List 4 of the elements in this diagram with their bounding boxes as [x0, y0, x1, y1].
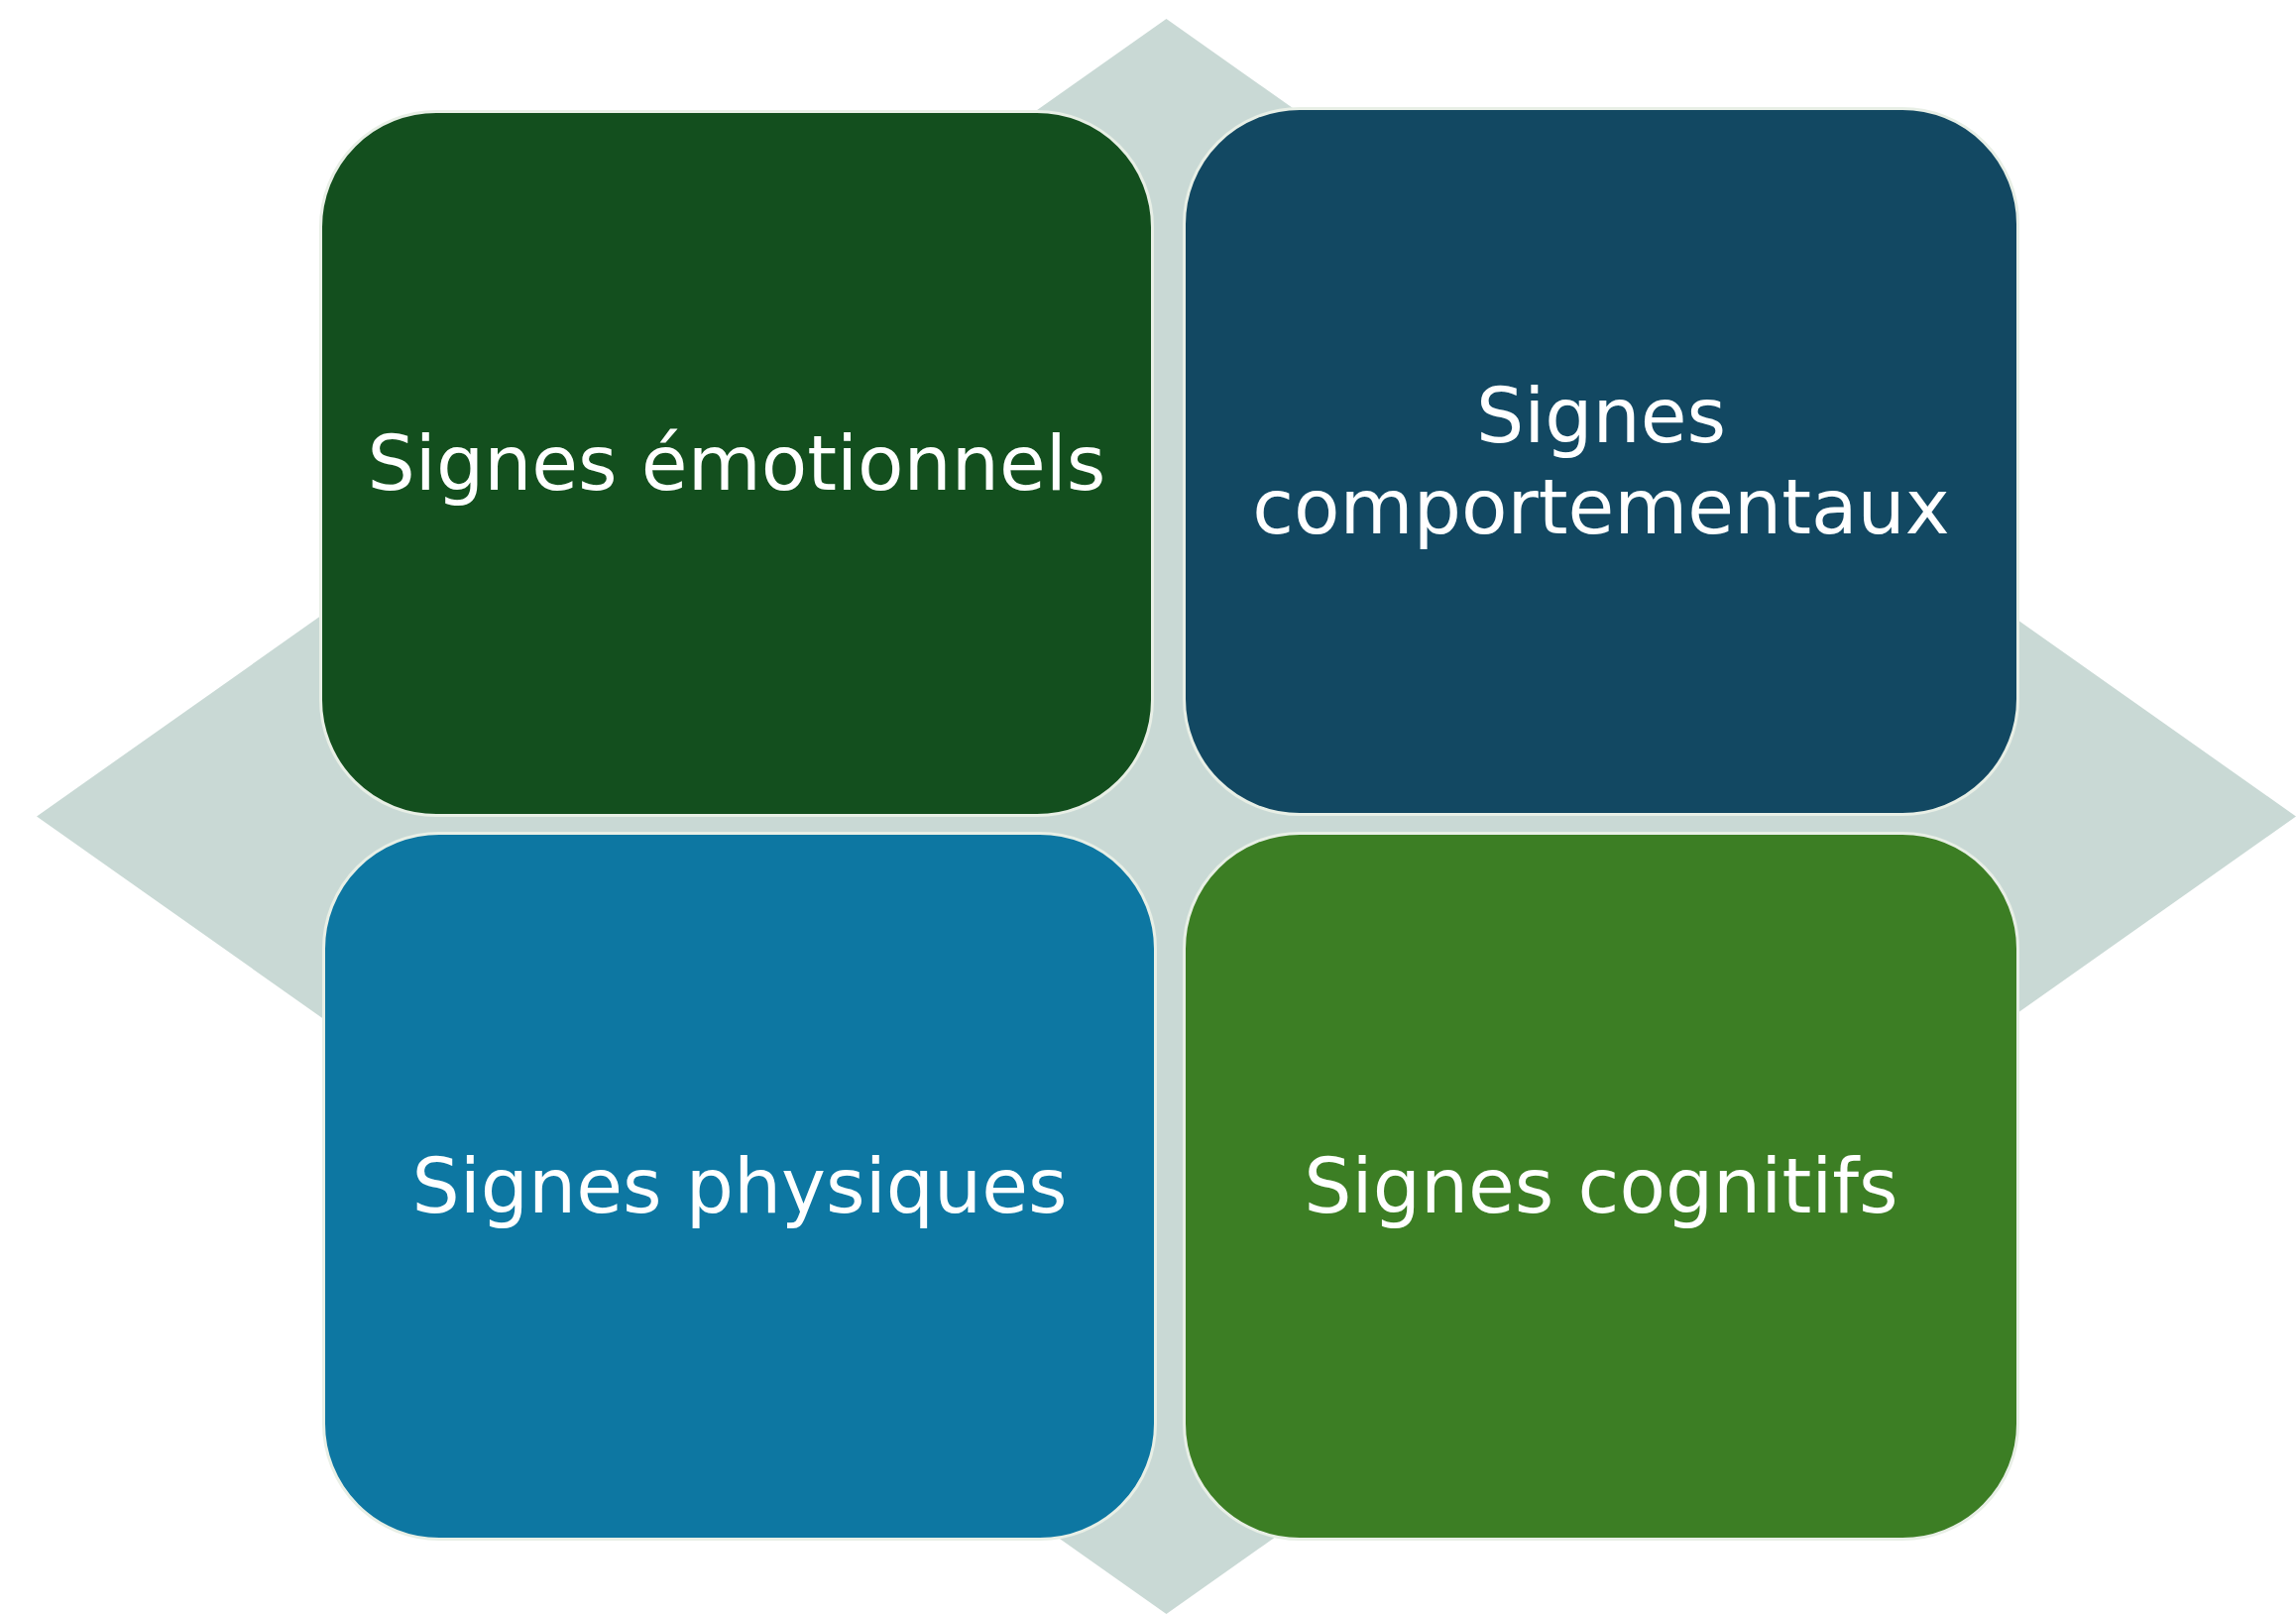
card-title: Signes cognitifs — [1303, 1140, 1899, 1232]
card-title: Signes émotionnels — [366, 417, 1107, 510]
card-title: Signes comportementaux — [1251, 371, 1951, 552]
card-title: Signes physiques — [410, 1140, 1069, 1232]
